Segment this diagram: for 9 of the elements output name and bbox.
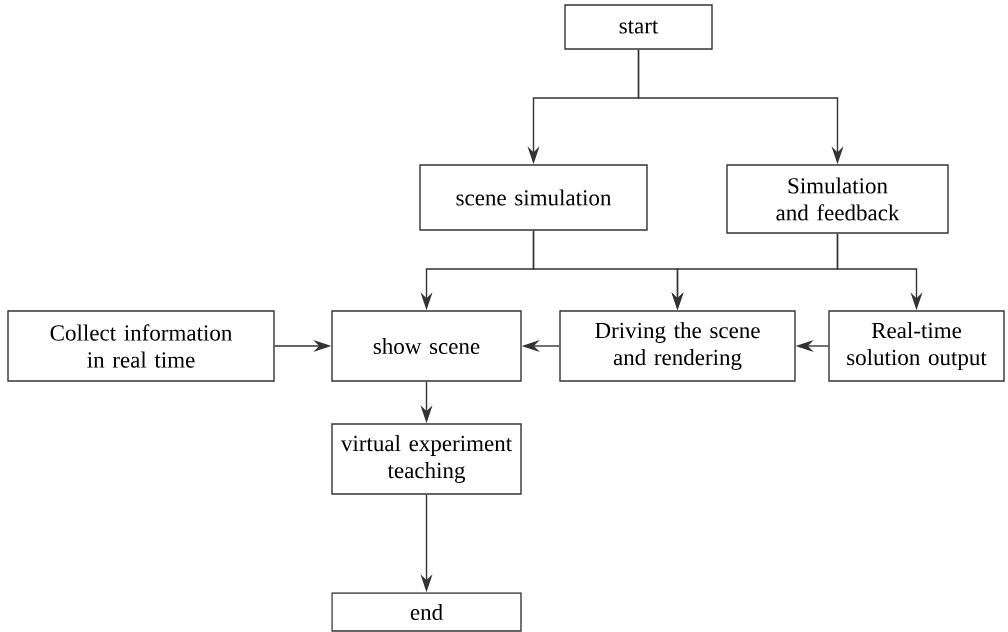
process-box: Simulation and feedback [726,164,949,234]
process-box: end [331,592,522,632]
process-box: start [564,4,713,50]
process-box: Driving the scene and rendering [559,310,796,382]
process-box: scene simulation [419,164,648,231]
process-box: Collect information in real time [7,310,275,382]
process-box: virtual experiment teaching [331,423,522,495]
process-box: show scene [331,310,522,382]
process-box: Real-time solution output [828,310,1005,382]
